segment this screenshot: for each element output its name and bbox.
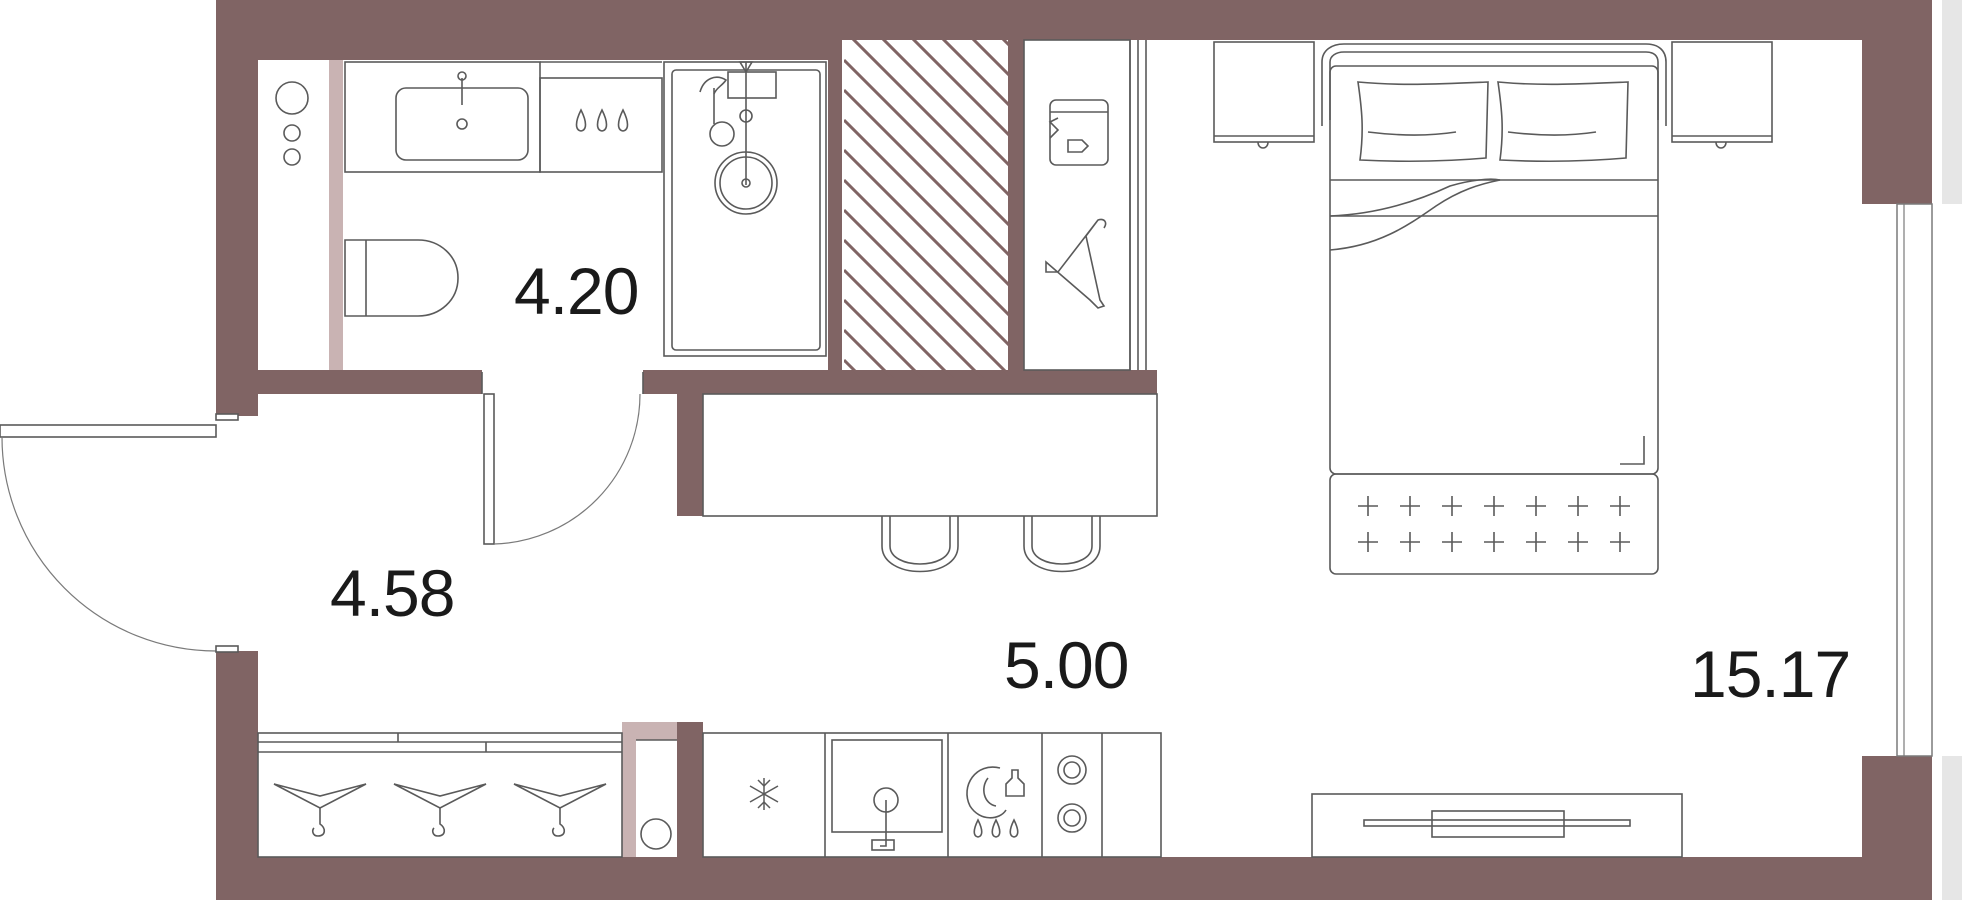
hanger-icon	[273, 783, 607, 837]
wardrobe	[257, 732, 623, 858]
room-area-bathroom: 4.20	[514, 254, 638, 328]
ottoman-icon	[1329, 473, 1659, 575]
oven-icon	[1057, 755, 1087, 833]
door-swing-icon	[0, 372, 644, 653]
water-heater-icon	[275, 81, 309, 166]
nightstand-icon	[1213, 41, 1773, 149]
washbasin-icon	[344, 61, 541, 173]
pillow-icon	[1357, 81, 1629, 163]
bed-icon	[1321, 43, 1667, 475]
kitchen-sink-icon	[831, 739, 943, 851]
toilet-icon	[344, 239, 459, 317]
interior-walls	[258, 40, 1157, 857]
tv-icon	[1311, 793, 1683, 858]
water-heater-icon	[636, 739, 677, 850]
window	[1896, 203, 1933, 757]
shower-icon	[663, 61, 827, 357]
partitions	[329, 60, 677, 857]
laundry-icon	[1023, 39, 1147, 371]
room-area-hallway: 4.58	[330, 556, 454, 630]
window-strip-top	[1942, 0, 1962, 204]
kitchen-counter	[702, 732, 1162, 858]
water-drops-icon	[539, 61, 663, 173]
hanger-icon	[1045, 218, 1107, 309]
window-strip-bottom	[1942, 756, 1962, 900]
fridge-snowflake-icon	[749, 778, 779, 810]
room-area-living: 15.17	[1690, 637, 1850, 711]
cooktop-icon	[966, 766, 1025, 838]
stool-icon	[881, 516, 1101, 573]
kitchen-island	[702, 393, 1158, 517]
exterior-walls	[216, 0, 1932, 900]
room-area-kitchen: 5.00	[1004, 628, 1128, 702]
ventilation-shaft-icon	[844, 40, 1008, 378]
